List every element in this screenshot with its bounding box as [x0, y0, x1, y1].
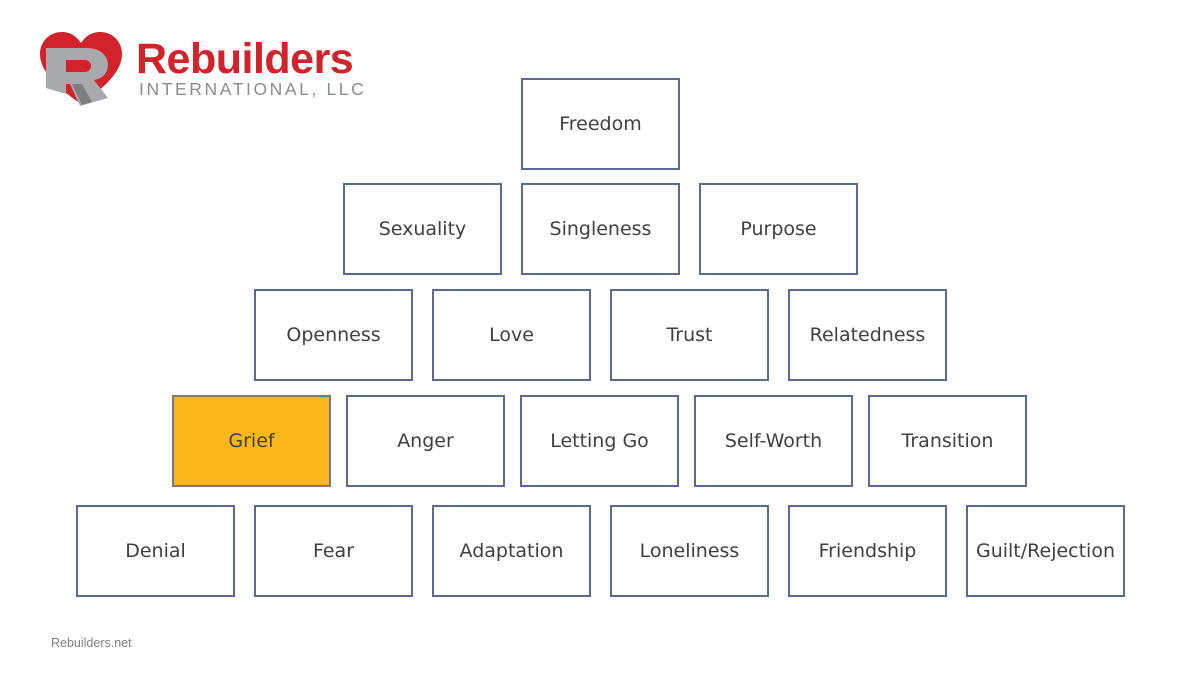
pyramid-box-label: Relatedness — [809, 324, 926, 346]
pyramid-box-label: Denial — [125, 540, 186, 562]
pyramid-box-self-worth: Self-Worth — [694, 395, 853, 487]
pyramid-box-label: Transition — [901, 430, 994, 452]
pyramid-box-denial: Denial — [76, 505, 235, 597]
logo-tagline: INTERNATIONAL, LLC — [139, 79, 367, 99]
pyramid-box-label: Fear — [312, 540, 355, 562]
pyramid-box-label: Loneliness — [639, 540, 740, 562]
footer-website: Rebuilders.net — [51, 636, 132, 650]
pyramid-box-friendship: Friendship — [788, 505, 947, 597]
pyramid-box-trust: Trust — [610, 289, 769, 381]
pyramid-box-relatedness: Relatedness — [788, 289, 947, 381]
pyramid-box-label: Singleness — [549, 218, 652, 240]
pyramid-box-adaptation: Adaptation — [432, 505, 591, 597]
pyramid-box-singleness: Singleness — [521, 183, 680, 275]
pyramid-box-label: Friendship — [818, 540, 917, 562]
pyramid-box-guilt-rejection: Guilt/Rejection — [966, 505, 1125, 597]
pyramid-box-label: Guilt/Rejection — [975, 540, 1116, 562]
pyramid-box-transition: Transition — [868, 395, 1027, 487]
pyramid-box-label: Love — [489, 324, 534, 346]
pyramid-box-label: Adaptation — [459, 540, 564, 562]
pyramid-box-label: Freedom — [559, 113, 642, 135]
pyramid-box-label: Purpose — [740, 218, 817, 240]
pyramid-box-label: Openness — [286, 324, 381, 346]
pyramid-box-label: Self-Worth — [724, 430, 823, 452]
company-logo: Rebuilders INTERNATIONAL, LLC — [38, 32, 378, 108]
pyramid-box-label: Trust — [666, 324, 713, 346]
pyramid-box-freedom: Freedom — [521, 78, 680, 170]
logo-wordmark: Rebuilders — [136, 35, 354, 83]
pyramid-box-letting-go: Letting Go — [520, 395, 679, 487]
pyramid-box-label: Grief — [228, 430, 275, 452]
pyramid-box-label: Anger — [397, 430, 454, 452]
pyramid-box-openness: Openness — [254, 289, 413, 381]
pyramid-box-label: Sexuality — [378, 218, 467, 240]
pyramid-box-loneliness: Loneliness — [610, 505, 769, 597]
pyramid-box-anger: Anger — [346, 395, 505, 487]
pyramid-box-sexuality: Sexuality — [343, 183, 502, 275]
pyramid-box-label: Letting Go — [550, 430, 649, 452]
pyramid-box-grief: Grief — [172, 395, 331, 487]
heart-logo-icon — [40, 32, 122, 106]
pyramid-box-love: Love — [432, 289, 591, 381]
pyramid-box-fear: Fear — [254, 505, 413, 597]
pyramid-box-purpose: Purpose — [699, 183, 858, 275]
